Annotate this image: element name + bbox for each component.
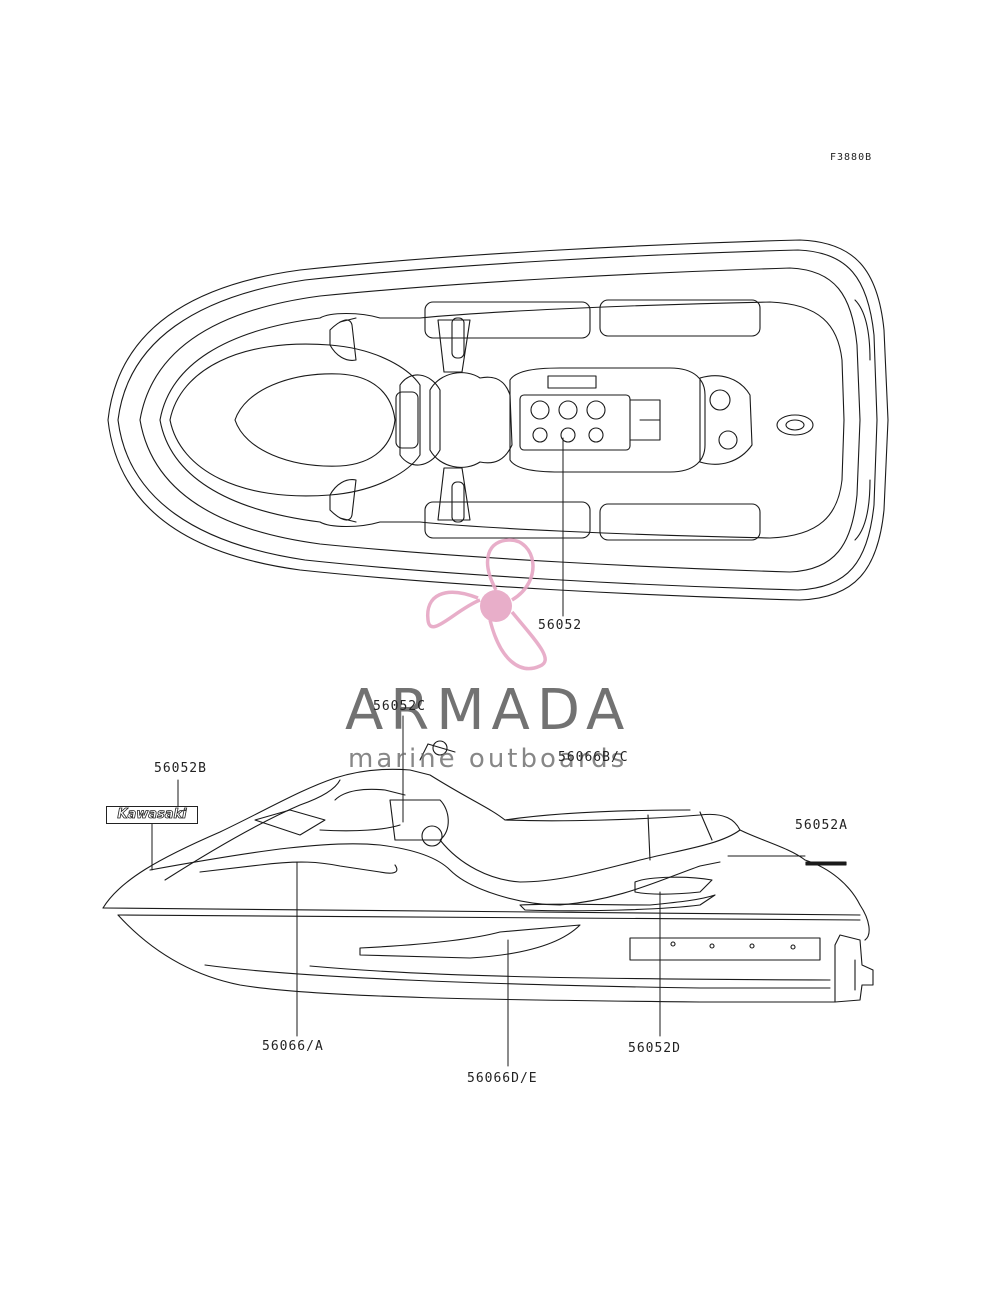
- callout-56052b[interactable]: 56052B: [154, 761, 207, 776]
- callout-56052a[interactable]: 56052A: [795, 818, 848, 833]
- callout-56052[interactable]: 56052: [538, 618, 583, 633]
- side-view-hull: [102, 740, 874, 1003]
- callout-56066a[interactable]: 56066/A: [262, 1039, 324, 1054]
- leader-lines: [151, 437, 806, 1067]
- watermark-propeller-icon: [426, 538, 547, 671]
- callout-56052d[interactable]: 56052D: [628, 1041, 681, 1056]
- kawasaki-decal: Kawasaki: [106, 806, 198, 824]
- callout-56066de[interactable]: 56066D/E: [467, 1071, 538, 1086]
- watermark-brand: ARMADA: [345, 678, 632, 743]
- figure-code: F3880B: [830, 152, 873, 163]
- callout-56052c[interactable]: 56052C: [373, 699, 426, 714]
- callout-56066bc[interactable]: 56066B/C: [558, 750, 629, 765]
- top-view-hull: [107, 239, 889, 601]
- watermark-tagline: marine outboards: [348, 744, 628, 774]
